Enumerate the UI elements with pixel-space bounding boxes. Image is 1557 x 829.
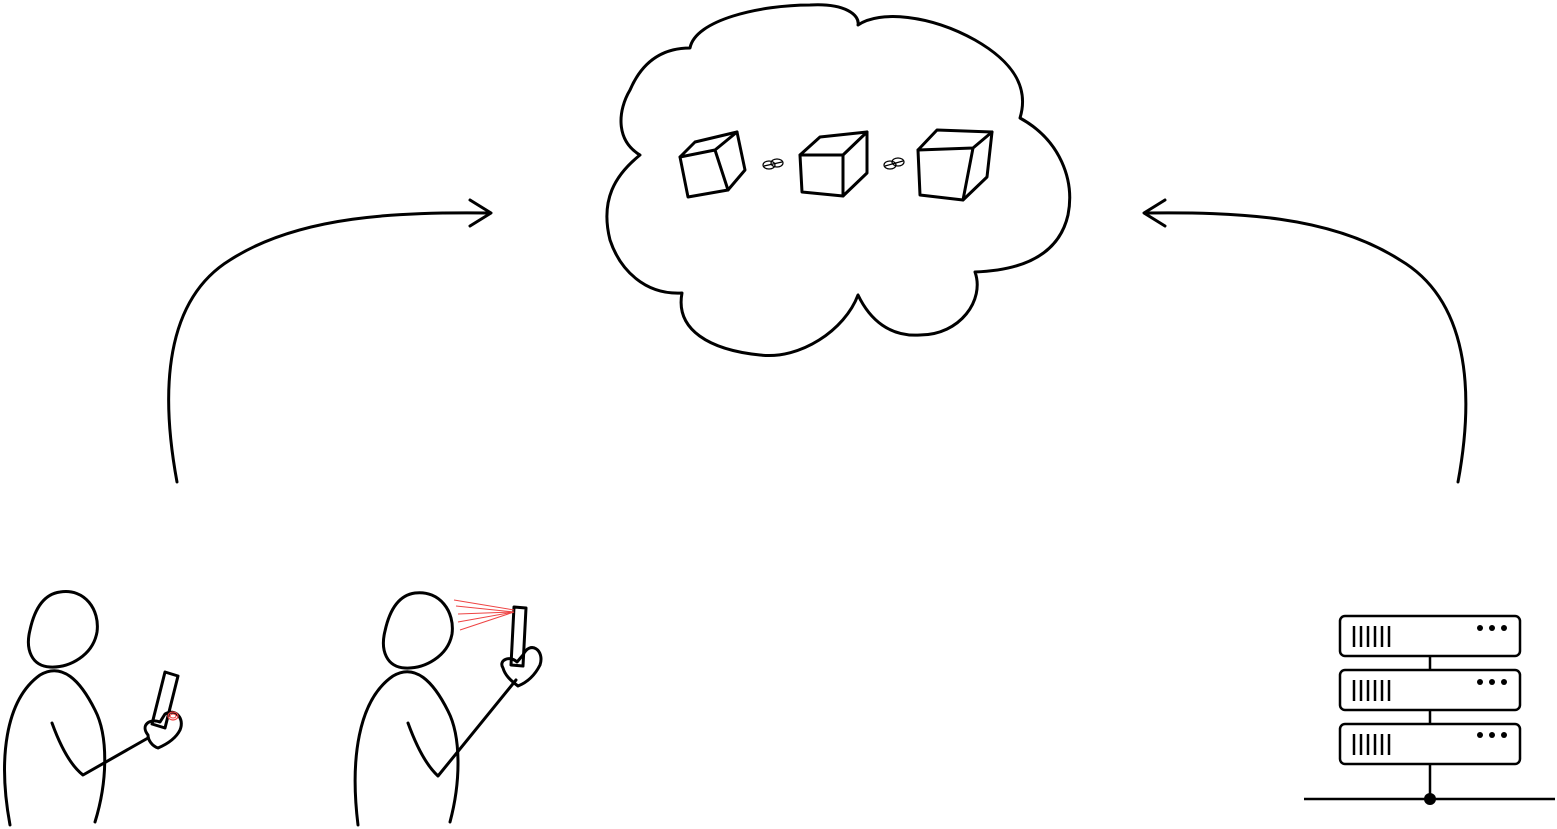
server-unit [1338,668,1522,712]
block-2-highlighted [798,130,869,198]
cloud [605,3,1072,358]
network-node [1424,793,1436,805]
server-rack-icon [1304,614,1555,805]
person-face-scan-icon [353,591,543,827]
link-icon [883,157,905,170]
block-3 [916,128,994,202]
right-arrow-to-cloud [1142,198,1468,484]
server-unit [1338,614,1522,658]
person-phone-touch-icon [3,590,183,827]
left-arrow-to-cloud [167,198,493,484]
block-1 [678,130,747,199]
scan-beams [453,599,515,631]
server-unit [1338,722,1522,766]
link-icon [762,158,784,170]
